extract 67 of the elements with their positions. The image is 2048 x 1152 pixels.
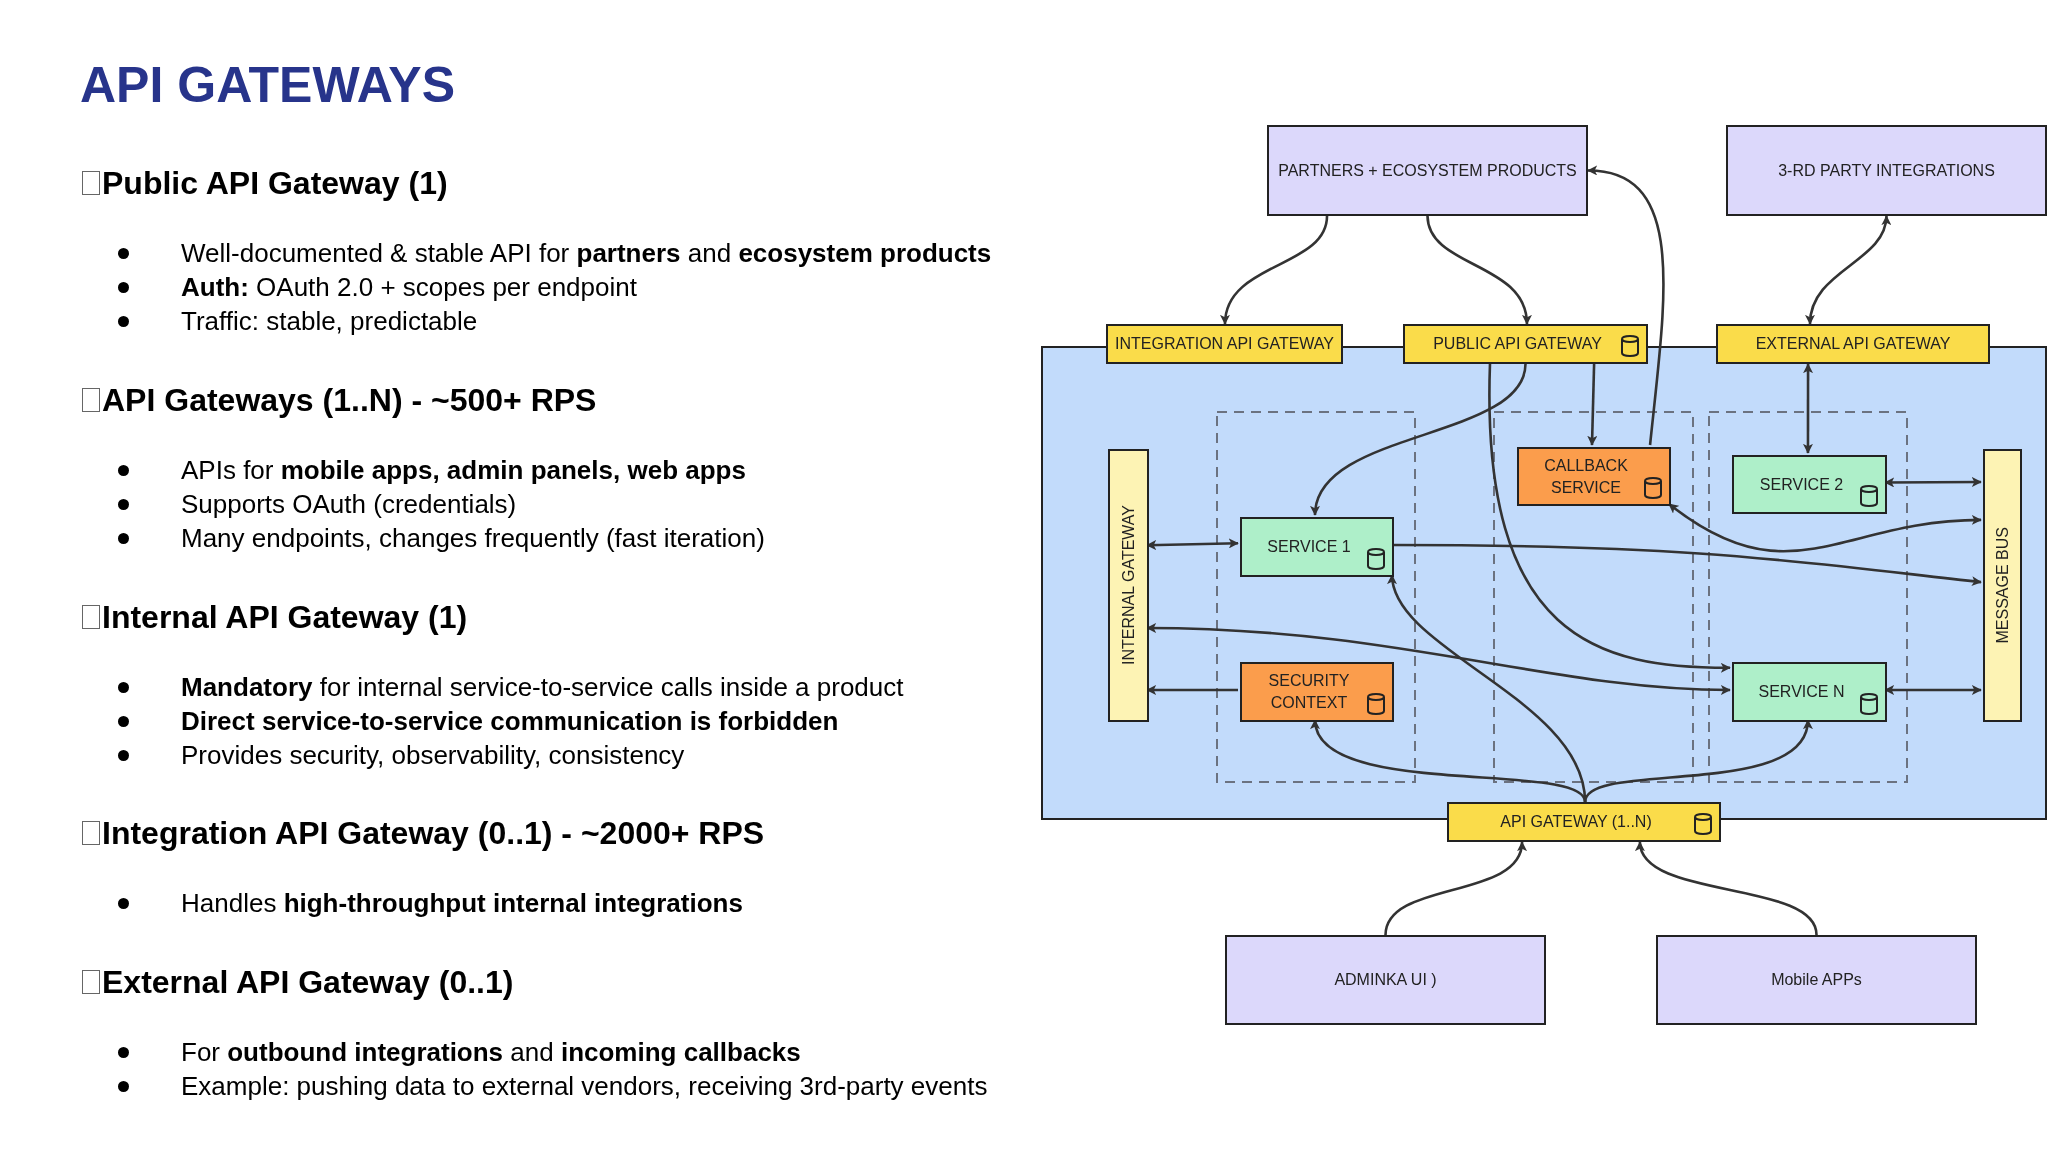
node-label: MESSAGE BUS (1992, 527, 2012, 644)
node-label: 3-RD PARTY INTEGRATIONS (1778, 160, 1995, 181)
arrow (1583, 719, 1811, 803)
arrow (1587, 166, 1665, 446)
node-label: API GATEWAY (1..N) (1500, 812, 1652, 833)
bullet-text: APIs for mobile apps, admin panels, web apps (181, 454, 746, 486)
service-box (1240, 662, 1394, 722)
bullet-text: Supports OAuth (credentials) (181, 488, 517, 520)
gateway-box (1106, 324, 1343, 364)
node-label: EXTERNAL API GATEWAY (1755, 334, 1951, 355)
node-label: CALLBACK SERVICE (1543, 455, 1629, 498)
section-heading: External API Gateway (0..1) (102, 963, 514, 1002)
client-box (1267, 125, 1588, 216)
arrow (1426, 215, 1531, 325)
arrow (1146, 684, 1238, 695)
slide-title: API GATEWAYS (80, 60, 456, 110)
arrow (1312, 719, 1587, 803)
node-label: INTEGRATION API GATEWAY (1115, 334, 1334, 355)
vertical-bus-box (1108, 449, 1149, 722)
bullet-text: Handles high-throughput internal integrations (181, 887, 743, 919)
arrow (1221, 215, 1329, 325)
bullet-text: Many endpoints, changes frequently (fast iteration) (181, 522, 765, 554)
arrow (1806, 215, 1891, 325)
node-label: PUBLIC API GATEWAY (1433, 334, 1602, 355)
bullet-text: Provides security, observability, consistency (181, 739, 685, 771)
arrow (1637, 841, 1818, 936)
section-heading: API Gateways (1..N) - ~500+ RPS (102, 381, 597, 420)
node-label: SERVICE 2 (1759, 474, 1844, 495)
node-label: PARTNERS + ECOSYSTEM PRODUCTS (1278, 160, 1577, 181)
arrow (1884, 684, 1982, 695)
bullet-text: For outbound integrations and incoming callbacks (181, 1036, 801, 1068)
arrow (1587, 363, 1598, 446)
node-label: Mobile APPs (1771, 970, 1862, 991)
client-box (1726, 125, 2047, 216)
vertical-bus-box (1983, 449, 2022, 722)
client-box (1225, 935, 1546, 1025)
service-box (1517, 447, 1671, 506)
gateway-box (1403, 324, 1648, 364)
node-label: SERVICE 1 (1267, 537, 1351, 558)
bullet-text: Well-documented & stable API for partners and ecosystem products (181, 237, 992, 269)
arrow (1146, 623, 1731, 695)
arrow (1392, 543, 1982, 587)
service-box (1240, 517, 1394, 577)
arrow (1803, 363, 1814, 454)
section-heading: Public API Gateway (1) (102, 164, 448, 203)
node-label: INTERNAL GATEWAY (1118, 505, 1138, 666)
arrow (1884, 477, 1982, 488)
service-box (1732, 455, 1887, 514)
bullet-text: Traffic: stable, predictable (181, 305, 478, 337)
arrow (1488, 364, 1731, 673)
section-heading: Integration API Gateway (0..1) - ~2000+ RPS (102, 814, 765, 853)
arrow (1312, 363, 1527, 516)
bullet-text: Example: pushing data to external vendors, receiving 3rd-party events (181, 1070, 988, 1102)
gateway-box (1447, 802, 1721, 842)
bullet-text: Direct service-to-service communication is forbidden (181, 705, 839, 737)
node-label: ADMINKA UI ) (1334, 970, 1437, 991)
section-heading: Internal API Gateway (1) (102, 598, 468, 637)
service-box (1732, 662, 1887, 722)
arrow (1668, 502, 1982, 553)
bullet-text: Mandatory for internal service-to-service calls inside a product (181, 671, 904, 703)
bullet-text: Auth: OAuth 2.0 + scopes per endpoint (181, 271, 637, 303)
client-box (1656, 935, 1977, 1025)
arrow (1146, 538, 1239, 551)
gateway-box (1716, 324, 1990, 364)
node-label: SERVICE N (1758, 682, 1845, 703)
arrow (1384, 841, 1526, 936)
node-label: SECURITY CONTEXT (1267, 671, 1351, 713)
